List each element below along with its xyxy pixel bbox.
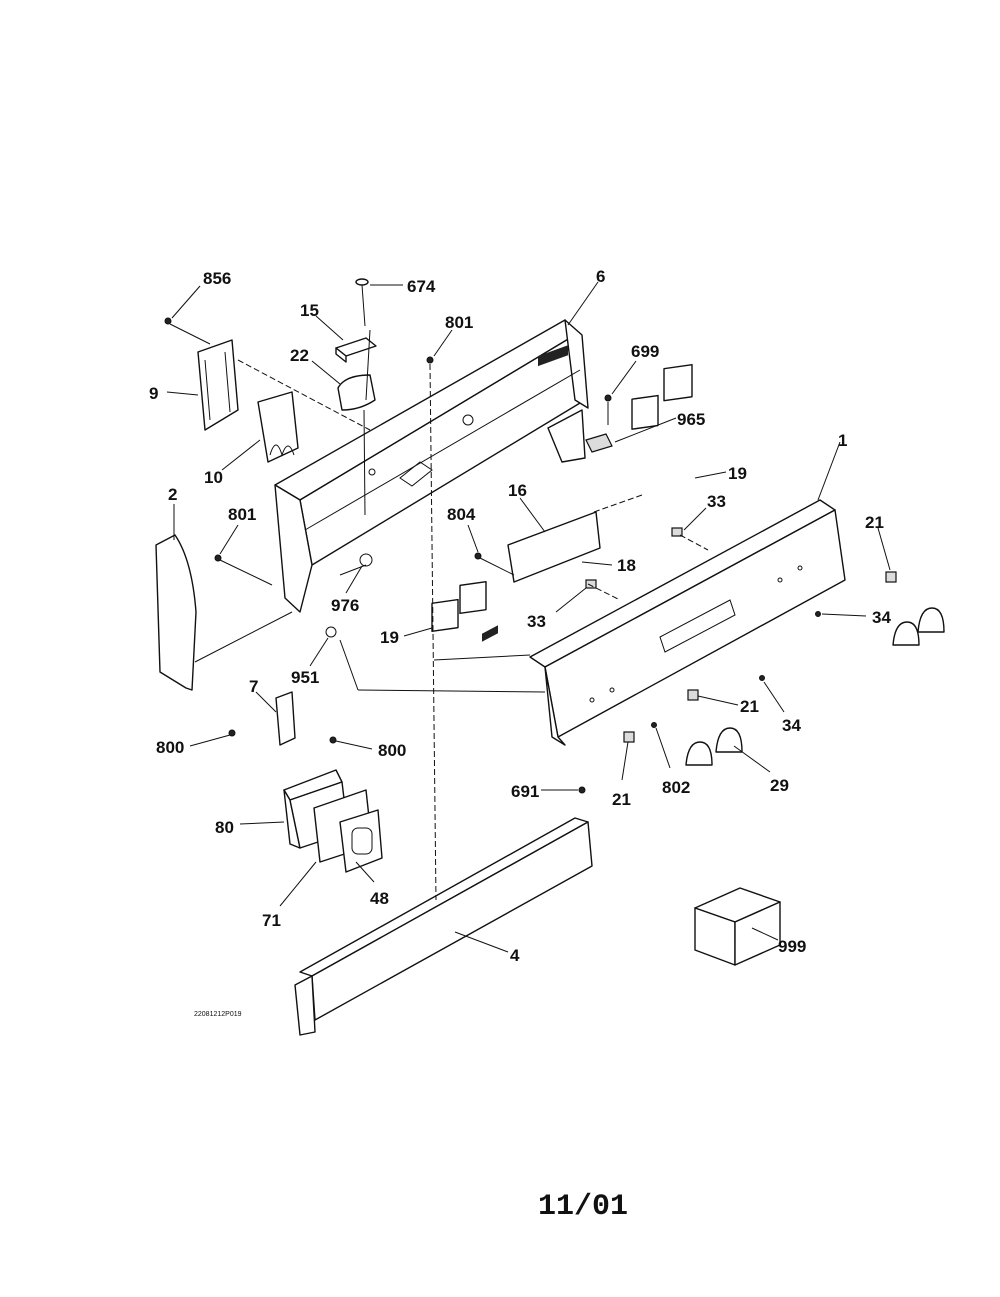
screw-802-icon bbox=[651, 722, 657, 728]
callout-4: 4 bbox=[510, 946, 520, 965]
callout-801-lower: 801 bbox=[228, 505, 256, 524]
callout-801-upper: 801 bbox=[445, 313, 473, 332]
screw-34-lower-icon bbox=[759, 675, 765, 681]
part-965-tab bbox=[585, 433, 613, 453]
part-9-left-bracket bbox=[197, 339, 239, 431]
part-6-rear-housing bbox=[274, 319, 589, 613]
screw-801-upper-icon bbox=[426, 356, 434, 364]
callout-15: 15 bbox=[300, 301, 319, 320]
knob-29-left-icon bbox=[685, 727, 743, 766]
part-16-control-board bbox=[507, 345, 601, 583]
callout-22: 22 bbox=[290, 346, 309, 365]
callout-34-lower: 34 bbox=[782, 716, 801, 735]
part-48-insulator bbox=[339, 809, 383, 873]
callout-19-lower: 19 bbox=[380, 628, 399, 647]
revision-date: 11/01 bbox=[538, 1190, 628, 1224]
callout-7: 7 bbox=[249, 677, 258, 696]
clip-33-lower-icon bbox=[585, 579, 597, 589]
callout-33-lower: 33 bbox=[527, 612, 546, 631]
callout-48: 48 bbox=[370, 889, 389, 908]
screw-804-icon bbox=[474, 552, 482, 560]
callout-804: 804 bbox=[447, 505, 476, 524]
part-22-bracket bbox=[337, 374, 376, 411]
callout-34-upper: 34 bbox=[872, 608, 891, 627]
callout-21-mid: 21 bbox=[740, 697, 759, 716]
clip-951-icon bbox=[325, 626, 337, 638]
callout-800-right: 800 bbox=[378, 741, 406, 760]
screw-800-left-icon bbox=[228, 729, 236, 737]
callout-802: 802 bbox=[662, 778, 690, 797]
clip-21-lower-icon bbox=[623, 731, 635, 743]
callout-1: 1 bbox=[838, 431, 847, 450]
part-19-switch-lower bbox=[431, 580, 487, 632]
clip-21-upper-icon bbox=[885, 571, 897, 583]
part-19-switch-upper bbox=[631, 364, 693, 430]
callout-29: 29 bbox=[770, 776, 789, 795]
callout-800-left: 800 bbox=[156, 738, 184, 757]
callout-691: 691 bbox=[511, 782, 539, 801]
small-parts-markers bbox=[214, 527, 897, 794]
callout-699: 699 bbox=[631, 342, 659, 361]
callout-80: 80 bbox=[215, 818, 234, 837]
screw-674-icon bbox=[355, 278, 369, 327]
callout-976: 976 bbox=[331, 596, 359, 615]
callout-674: 674 bbox=[407, 277, 436, 296]
drawing-code: 22081212P019 bbox=[194, 1011, 242, 1018]
callout-18: 18 bbox=[617, 556, 636, 575]
callout-9: 9 bbox=[149, 384, 158, 403]
assembly-leader-lines bbox=[169, 323, 709, 901]
callout-16: 16 bbox=[508, 481, 527, 500]
callout-pointers bbox=[166, 281, 891, 953]
part-10-insulation bbox=[257, 391, 299, 463]
callout-999: 999 bbox=[778, 937, 806, 956]
part-4-lower-trim bbox=[294, 625, 593, 1036]
clip-21-mid-icon bbox=[687, 689, 699, 701]
callout-6: 6 bbox=[596, 267, 605, 286]
part-2-end-cap bbox=[155, 534, 197, 691]
callout-21-upper: 21 bbox=[865, 513, 884, 532]
callout-labels: 856 674 6 15 801 699 22 9 965 10 1 19 2 … bbox=[149, 267, 891, 965]
callout-951: 951 bbox=[291, 668, 319, 687]
screw-691-icon bbox=[578, 786, 586, 794]
callout-21-lower: 21 bbox=[612, 790, 631, 809]
part-1-control-panel bbox=[529, 499, 846, 746]
part-999-box bbox=[694, 887, 781, 966]
callout-2: 2 bbox=[168, 485, 177, 504]
screw-800-right-icon bbox=[329, 736, 337, 744]
callout-10: 10 bbox=[204, 468, 223, 487]
part-15-clip bbox=[335, 337, 377, 363]
part-7-bracket bbox=[275, 691, 296, 746]
callout-19-upper: 19 bbox=[728, 464, 747, 483]
callout-33-upper: 33 bbox=[707, 492, 726, 511]
callout-965: 965 bbox=[677, 410, 705, 429]
screw-856-icon bbox=[164, 317, 172, 325]
screw-699-icon bbox=[604, 394, 612, 402]
grommet-976-icon bbox=[359, 553, 373, 567]
callout-71: 71 bbox=[262, 911, 281, 930]
screw-34-upper-icon bbox=[815, 611, 821, 617]
callout-856: 856 bbox=[203, 269, 231, 288]
knob-29-right-icon bbox=[892, 607, 945, 646]
screw-801-lower-icon bbox=[214, 554, 222, 562]
clip-33-upper-icon bbox=[671, 527, 683, 537]
